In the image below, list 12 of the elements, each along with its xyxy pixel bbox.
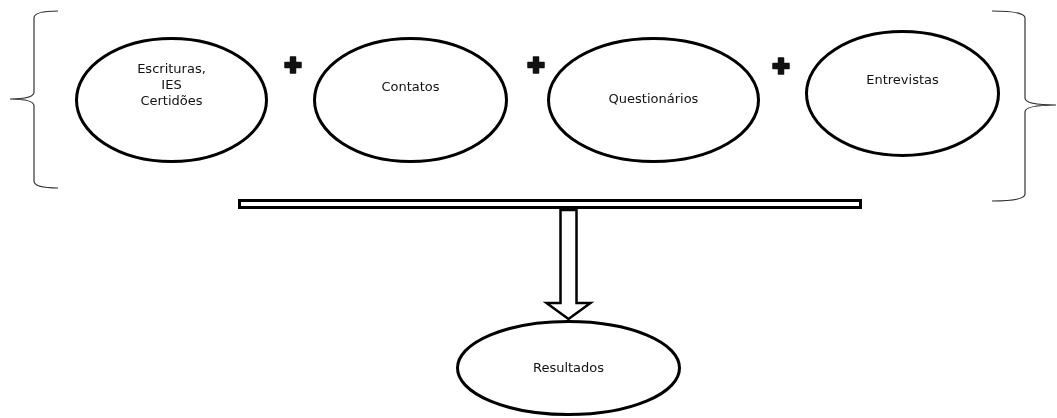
node-label: Entrevistas [865,72,940,88]
bar [238,199,862,209]
ellipse-node [313,37,508,163]
block-arrow [542,208,595,321]
ellipse-node [547,37,760,163]
ellipse-node [75,37,268,163]
node-label: Escrituras, IES Certidões [136,61,207,109]
ellipse-node [805,30,1000,157]
node-label: Resultados [531,360,606,376]
node-label: Contatos [380,79,441,95]
node-label: Questionários [607,91,700,107]
ellipse-node [456,320,681,416]
